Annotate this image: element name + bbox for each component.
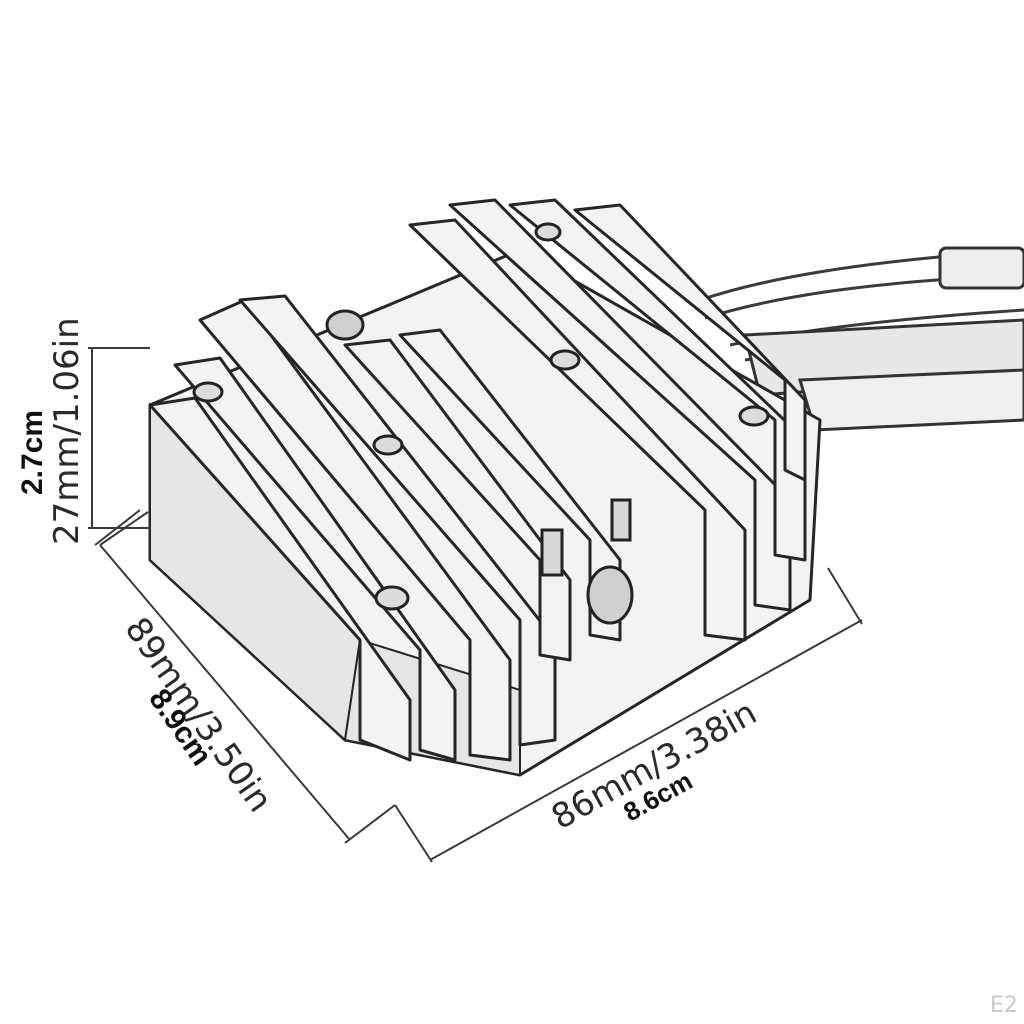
fin [343, 338, 572, 662]
height-label-secondary: 2.7cm [16, 410, 49, 495]
wire-sleeve [938, 246, 1024, 290]
terminals [192, 222, 770, 625]
cooling-fins [148, 198, 807, 762]
fin [573, 203, 807, 482]
fin [448, 198, 792, 612]
fin [148, 396, 412, 762]
height-label-primary: 27mm/1.06in [47, 317, 87, 545]
depth-dimension [99, 511, 396, 844]
fin [173, 356, 457, 762]
wire-sleeve [798, 368, 1024, 432]
fin [408, 218, 747, 642]
width-dimension [394, 567, 863, 863]
fin [238, 294, 557, 747]
corner-label: E2 [990, 993, 1018, 1018]
height-dimension [88, 347, 150, 546]
fin [508, 198, 807, 562]
